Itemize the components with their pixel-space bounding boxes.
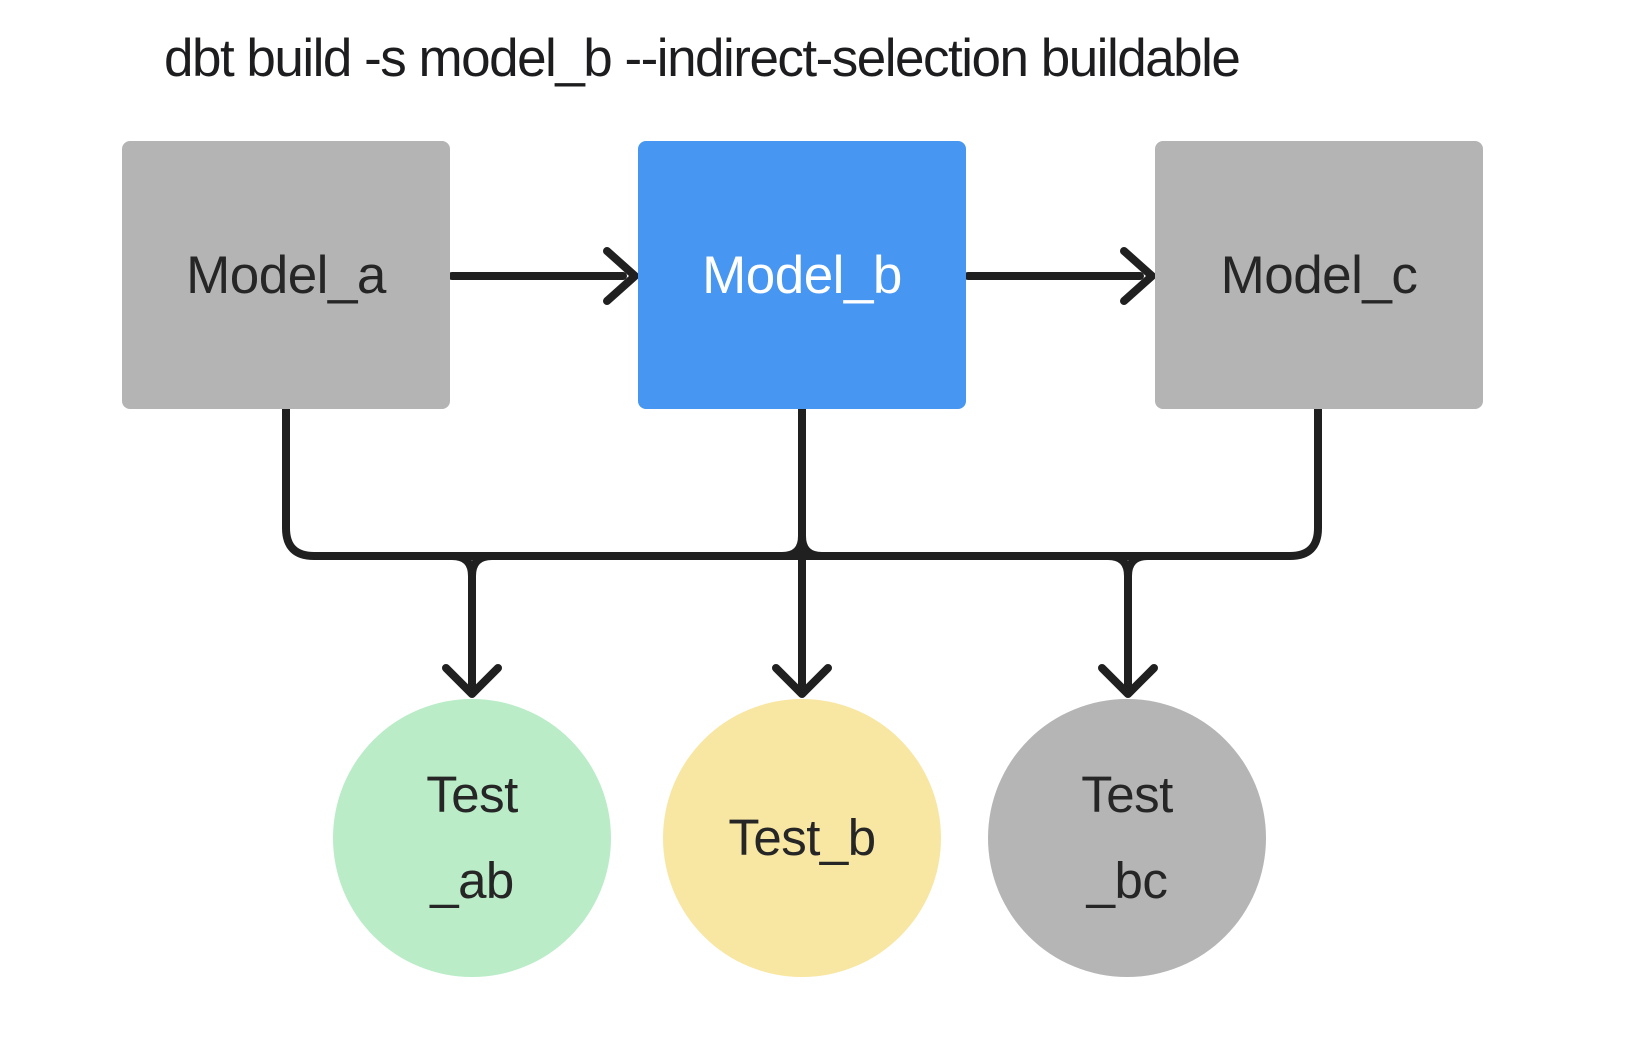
test-ab-label-line2: _ab bbox=[430, 852, 514, 909]
edge-fillet-test-ab-right bbox=[468, 552, 496, 580]
test-ab-label-line1: Test bbox=[426, 766, 518, 823]
model-c-node: Model_c bbox=[1155, 141, 1483, 409]
edge-fillet-test-b-right bbox=[798, 532, 826, 560]
test-bc-node: Test _bc bbox=[988, 699, 1266, 977]
model-b-node: Model_b bbox=[638, 141, 966, 409]
edge-fillet-test-bc-right bbox=[1124, 552, 1152, 580]
arrowhead-test-b-icon bbox=[772, 664, 832, 698]
test-bc-label-line1: Test bbox=[1081, 766, 1173, 823]
test-b-label-line1: Test_b bbox=[728, 809, 876, 866]
model-c-label: Model_c bbox=[1220, 245, 1418, 305]
arrowhead-test-ab-icon bbox=[442, 664, 502, 698]
test-bc-label-line2: _bc bbox=[1086, 852, 1168, 909]
test-ab-node: Test _ab bbox=[333, 699, 611, 977]
test-b-node: Test_b bbox=[663, 699, 941, 977]
arrowhead-model-b-icon bbox=[603, 247, 639, 305]
arrowhead-test-bc-icon bbox=[1098, 664, 1158, 698]
model-b-label: Model_b bbox=[702, 245, 902, 305]
model-a-label: Model_a bbox=[186, 245, 386, 305]
diagram-title: dbt build -s model_b --indirect-selectio… bbox=[164, 29, 1241, 88]
model-a-node: Model_a bbox=[122, 141, 450, 409]
arrowhead-model-c-icon bbox=[1120, 247, 1156, 305]
